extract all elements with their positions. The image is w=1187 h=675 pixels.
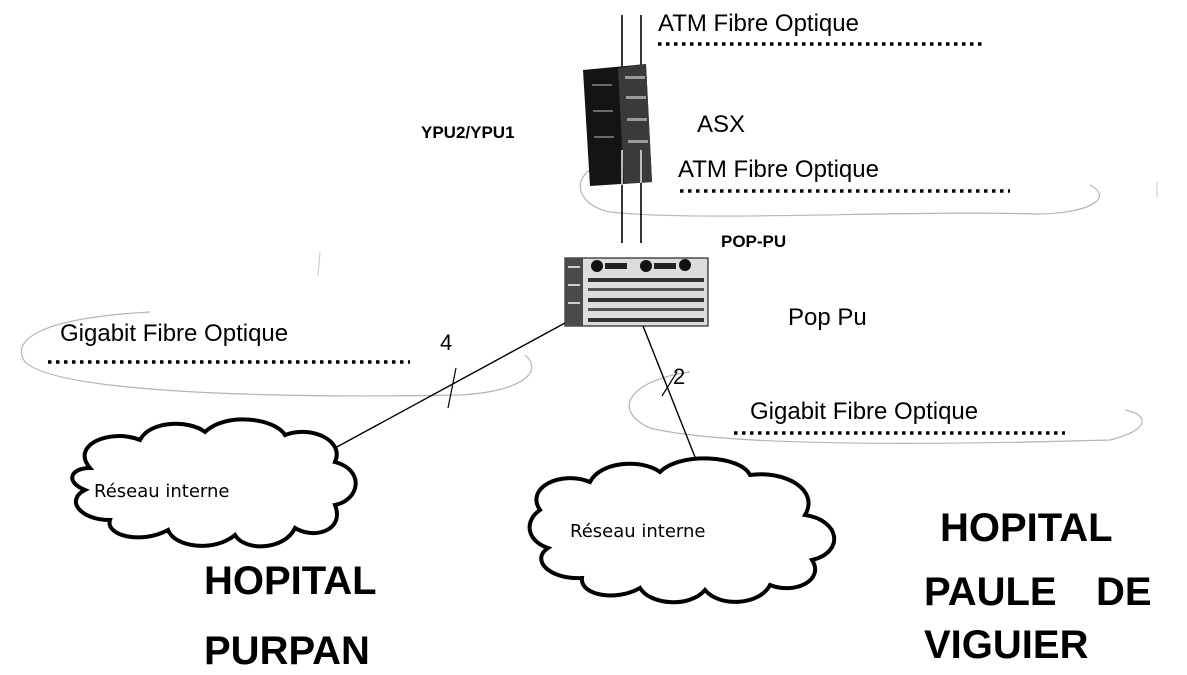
count-tick-left bbox=[448, 368, 456, 408]
asx-switch bbox=[583, 64, 652, 186]
label-count-left: 4 bbox=[440, 332, 452, 354]
label-atm-mid: ATM Fibre Optique bbox=[678, 158, 879, 182]
label-pop: Pop Pu bbox=[788, 306, 867, 330]
label-ypu: YPU2/YPU1 bbox=[421, 124, 515, 141]
pop-router bbox=[565, 258, 708, 326]
hospital-purpan-line2: PURPAN bbox=[204, 631, 370, 671]
hospital-paule-line2b: DE bbox=[1096, 572, 1152, 612]
hospital-purpan-line1: HOPITAL bbox=[204, 561, 377, 601]
label-gigabit-left: Gigabit Fibre Optique bbox=[60, 322, 288, 346]
hospital-paule-line3: VIGUIER bbox=[924, 625, 1088, 665]
hospital-paule-line1: HOPITAL bbox=[940, 508, 1113, 548]
label-count-right: 2 bbox=[673, 366, 685, 388]
label-gigabit-right: Gigabit Fibre Optique bbox=[750, 400, 978, 424]
link-paule bbox=[643, 326, 697, 462]
label-asx: ASX bbox=[697, 113, 745, 137]
label-pop-caps: POP-PU bbox=[721, 233, 786, 250]
cloud-right-label: Réseau interne bbox=[570, 523, 706, 541]
cloud-left-label: Réseau interne bbox=[94, 483, 230, 501]
hospital-paule-line2a: PAULE bbox=[924, 572, 1057, 612]
label-atm-top: ATM Fibre Optique bbox=[658, 12, 859, 36]
